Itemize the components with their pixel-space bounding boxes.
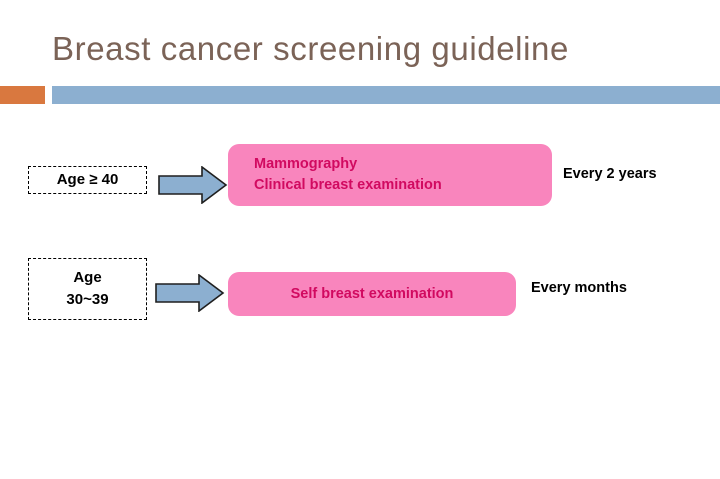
flow-row: Age 30~39 Self breast examination Every … (0, 258, 720, 320)
frequency-label: Every 2 years (563, 166, 657, 182)
page-title: Breast cancer screening guideline (52, 30, 569, 67)
age-criteria-line: Age (73, 269, 102, 287)
age-criteria-box: Age ≥ 40 (28, 166, 147, 194)
right-arrow-icon (158, 165, 228, 209)
right-arrow-icon (155, 273, 225, 317)
recommended-action-box: Mammography Clinical breast examination (228, 144, 552, 206)
recommended-action-line: Mammography (254, 156, 358, 173)
frequency-label: Every months (531, 280, 627, 296)
age-criteria-line: 30~39 (66, 291, 109, 308)
flow-row: Age ≥ 40 Mammography Clinical breast exa… (0, 144, 720, 212)
accent-bar-orange (0, 86, 45, 104)
recommended-action-line: Self breast examination (290, 285, 454, 302)
age-criteria-box: Age 30~39 (28, 258, 147, 320)
recommended-action-line: Clinical breast examination (254, 177, 442, 193)
accent-bar-blue (52, 86, 720, 104)
recommended-action-box: Self breast examination (228, 272, 516, 316)
age-criteria-line: Age ≥ 40 (56, 171, 119, 189)
